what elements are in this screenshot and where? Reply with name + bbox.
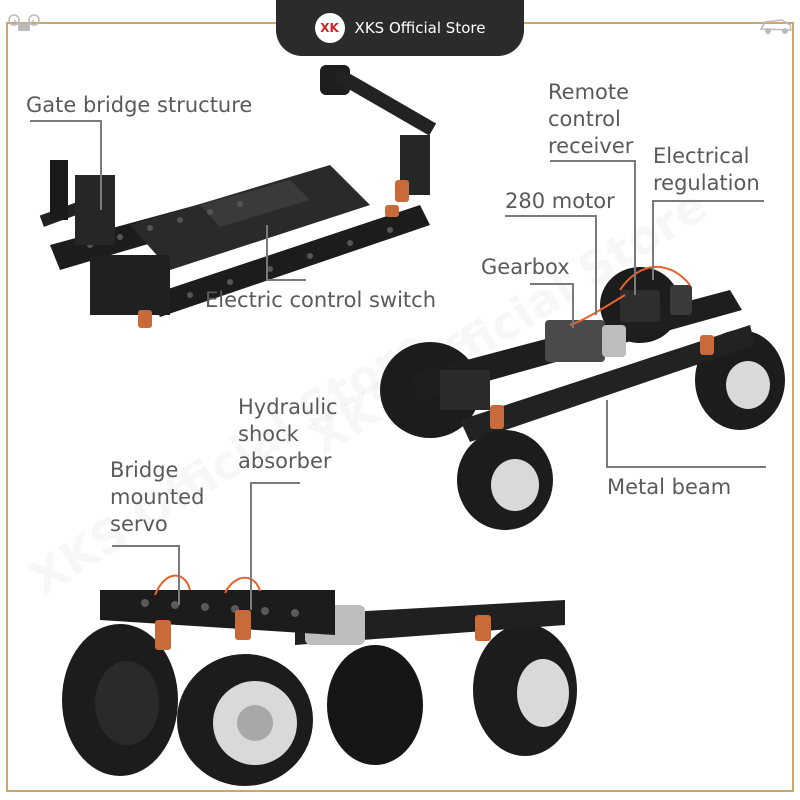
leader-metal-beam-v (606, 400, 608, 468)
chassis-with-electronics-image (380, 265, 785, 530)
drone-icon (8, 14, 40, 31)
border-top-left (6, 22, 276, 24)
leader-gearbox-v (572, 283, 574, 328)
label-gate-bridge-structure: Gate bridge structure (26, 93, 253, 117)
store-logo: XK (314, 13, 345, 43)
leader-electric-switch-v (266, 225, 268, 280)
leader-electric-switch-h (266, 279, 306, 281)
leader-regulation-h (652, 200, 764, 202)
leader-gate-bridge-v (100, 120, 102, 210)
leader-servo-h (112, 545, 180, 547)
leader-servo-v (178, 545, 180, 605)
label-bridge-mounted-servo: Bridge mounted servo (110, 458, 205, 536)
leader-gate-bridge-h (30, 120, 102, 122)
leader-receiver-h (550, 160, 635, 162)
leader-gearbox-h (530, 283, 574, 285)
leader-shock-h (250, 482, 300, 484)
border-right (792, 22, 794, 792)
label-hydraulic-shock-absorber: Hydraulic shock absorber (238, 395, 338, 473)
leader-metal-beam-h (606, 466, 766, 468)
chassis-front-view-image (62, 574, 577, 786)
label-metal-beam: Metal beam (607, 475, 732, 499)
border-bottom (6, 790, 794, 792)
label-electric-control-switch: Electric control switch (205, 288, 436, 312)
leader-receiver-v (634, 160, 636, 295)
label-280-motor: 280 motor (505, 189, 615, 213)
car-icon (759, 19, 792, 34)
border-left (6, 22, 8, 792)
leader-motor-h (505, 215, 597, 217)
store-name: XKS Official Store (354, 19, 486, 37)
leader-shock-v (250, 482, 252, 610)
border-top-right (524, 22, 794, 24)
label-remote-control-receiver: Remote control receiver (548, 80, 634, 158)
label-gearbox: Gearbox (481, 255, 570, 279)
store-banner: XK XKS Official Store (276, 0, 524, 56)
leader-regulation-v (652, 200, 654, 280)
leader-motor-v (595, 215, 597, 315)
label-electrical-regulation: Electrical regulation (653, 144, 760, 195)
chassis-frame-image (39, 65, 437, 328)
